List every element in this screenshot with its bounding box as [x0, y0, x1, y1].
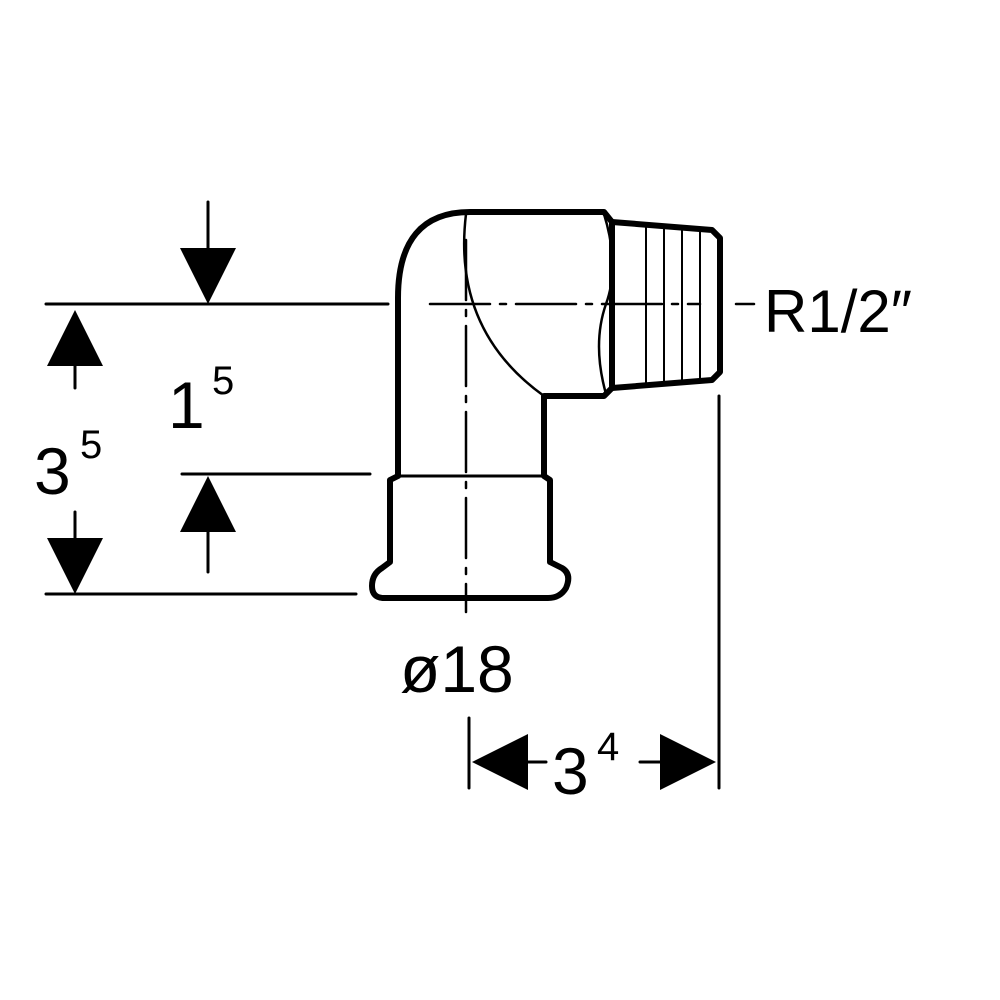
extension-lines	[44, 302, 721, 790]
thread-label: R1/2″	[764, 278, 912, 345]
dimension-lines	[73, 200, 662, 764]
arrow-left-bottom	[472, 734, 528, 790]
center-lines	[428, 238, 756, 614]
arrow-down-left	[47, 538, 103, 594]
arrow-up-left	[47, 310, 103, 366]
elbow-inner-curve	[462, 212, 546, 398]
dim-height-inner-sup: 5	[212, 359, 234, 403]
hex-profile	[597, 212, 614, 396]
dim-offset-sup: 4	[597, 725, 619, 769]
dim-diameter: ø18	[400, 632, 514, 706]
arrow-right-bottom	[660, 734, 716, 790]
arrow-down-top	[180, 248, 236, 304]
thread-body	[609, 219, 723, 391]
elbow-body	[369, 209, 615, 601]
arrowheads	[47, 248, 716, 790]
dim-height-total-main: 3	[34, 434, 71, 508]
elbow-fitting	[369, 209, 723, 601]
dim-offset-main: 3	[552, 734, 589, 808]
thread-lines	[645, 224, 701, 386]
dim-height-inner-main: 1	[168, 368, 205, 442]
arrow-up-inner	[180, 476, 236, 532]
dim-height-total-sup: 5	[80, 423, 102, 467]
